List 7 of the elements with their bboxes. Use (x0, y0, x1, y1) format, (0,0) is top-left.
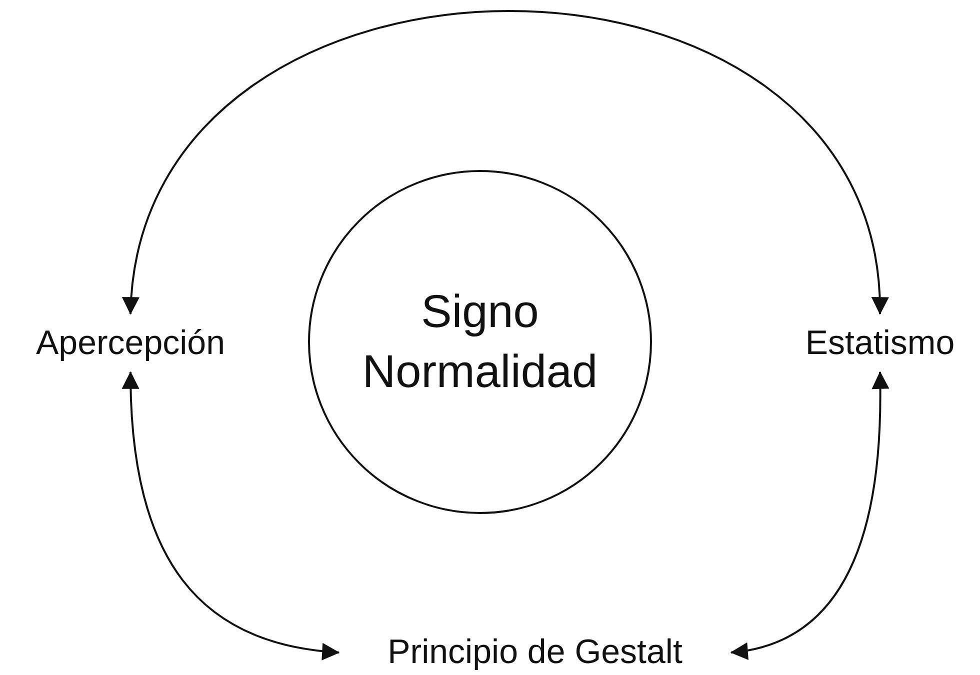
concept-label: Principio de Gestalt (345, 630, 725, 675)
curved-arrow (124, 10, 886, 315)
curved-arrow (730, 371, 889, 659)
concept-label: Estatismo (785, 318, 975, 368)
curved-arrow (122, 371, 340, 660)
concept-label: Apercepción (8, 318, 253, 368)
circle-label: Signo Normalidad (361, 284, 599, 399)
